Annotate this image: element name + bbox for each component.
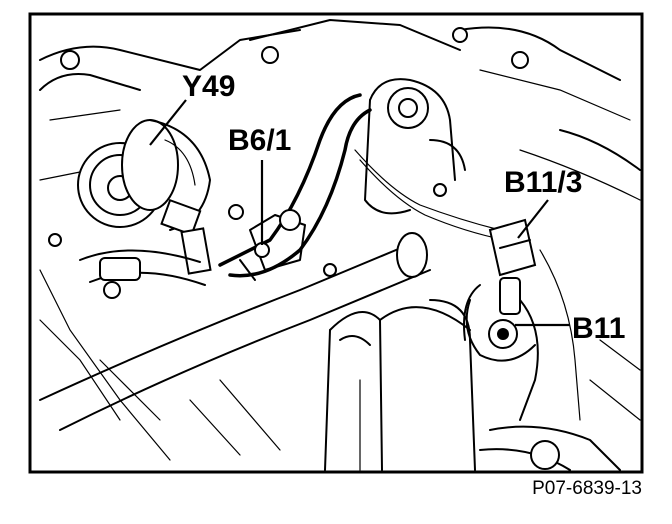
label-b11: B11 xyxy=(572,312,625,345)
label-b11-3: B11/3 xyxy=(504,166,582,199)
diagram-frame xyxy=(28,12,644,474)
leader-b11-3 xyxy=(517,199,549,239)
leader-y49 xyxy=(149,99,187,146)
figure-id: P07-6839-13 xyxy=(532,478,642,499)
label-y49: Y49 xyxy=(182,70,235,103)
label-b6-1: B6/1 xyxy=(228,124,291,157)
engine-artwork xyxy=(39,19,641,471)
